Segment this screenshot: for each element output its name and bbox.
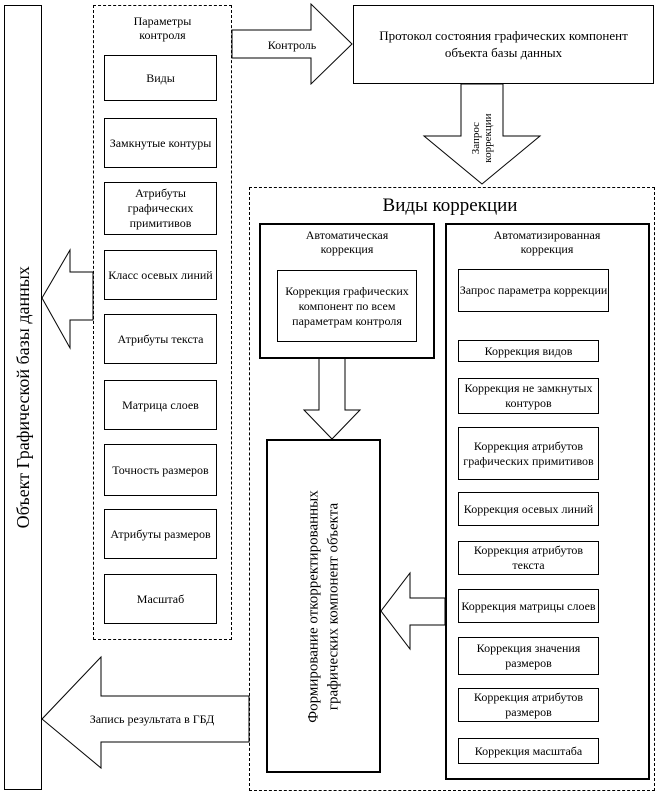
- request-arrow: [422, 83, 542, 185]
- control-label: Контроль: [267, 38, 317, 52]
- param-item: Атрибуты текста: [104, 314, 217, 364]
- correction-types-title: Виды коррекции: [382, 195, 518, 216]
- param-item: Замкнутые контуры: [104, 118, 217, 168]
- automated-item: Коррекция масштаба: [458, 738, 599, 764]
- control-arrow: [231, 2, 353, 86]
- forming-box: Формирование откорректированных графичес…: [266, 439, 381, 773]
- automated-item: Коррекция атрибутов размеров: [458, 688, 599, 722]
- auto-to-forming-arrow: [302, 357, 362, 440]
- params-group: [93, 5, 232, 640]
- automated-item: Коррекция видов: [458, 340, 599, 362]
- request-label: Запрос коррекции: [469, 113, 494, 163]
- arrow-to-db-object: [41, 248, 94, 350]
- automated-title: Автоматизированная коррекция: [493, 228, 601, 257]
- params-title: Параметры контроля: [133, 14, 192, 43]
- forming-label: Формирование откорректированных графичес…: [305, 489, 341, 723]
- automated-item: Коррекция значения размеров: [458, 637, 599, 675]
- automated-item: Коррекция атрибутов графических примитив…: [458, 427, 599, 480]
- param-item: Масштаб: [104, 574, 217, 624]
- param-item: Виды: [104, 55, 217, 101]
- automated-item: Коррекция матрицы слоев: [458, 589, 599, 623]
- automated-item: Коррекция осевых линий: [458, 492, 599, 526]
- write-result-arrow: [41, 655, 250, 770]
- param-item: Атрибуты графических примитивов: [104, 182, 217, 235]
- param-item: Класс осевых линий: [104, 250, 217, 300]
- automatic-title: Автоматическая коррекция: [305, 228, 389, 257]
- db-object-box: Объект Графической базы данных: [4, 5, 42, 790]
- write-result-label: Запись результата в ГБД: [89, 712, 215, 726]
- param-item: Точность размеров: [104, 444, 217, 496]
- param-item: Атрибуты размеров: [104, 509, 217, 559]
- automated-to-forming-arrow: [380, 571, 446, 651]
- param-item: Матрица слоев: [104, 380, 217, 430]
- automated-item: Коррекция атрибутов текста: [458, 541, 599, 575]
- automatic-item: Коррекция графических компонент по всем …: [277, 270, 417, 342]
- correction-types-group: [249, 187, 655, 791]
- automated-item: Коррекция не замкнутых контуров: [458, 378, 599, 414]
- request-param-box: Запрос параметра коррекции: [458, 269, 609, 312]
